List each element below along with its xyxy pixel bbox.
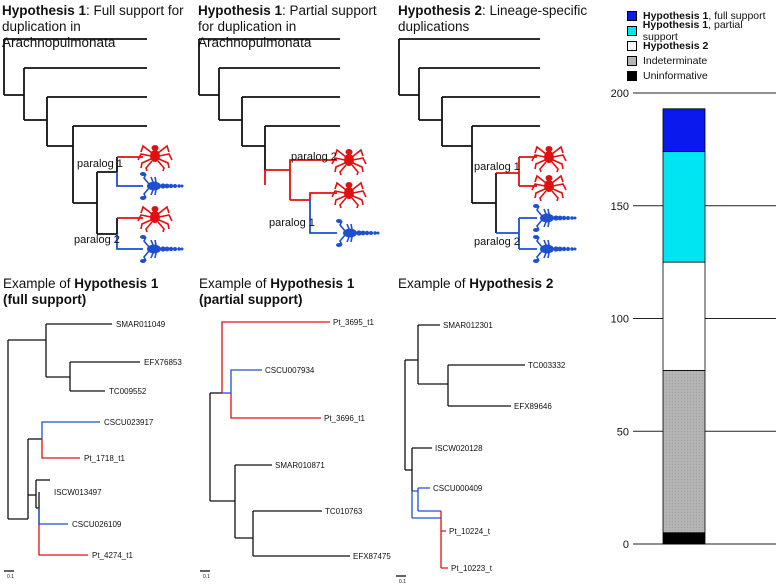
scorpion-icon bbox=[532, 203, 578, 233]
chart-y-ticks: 0 50 100 150 200 bbox=[611, 88, 629, 551]
scorpion-icon bbox=[532, 234, 578, 264]
y-tick-label: 100 bbox=[611, 314, 629, 326]
svg-text:0.1: 0.1 bbox=[399, 579, 406, 585]
leaf-label: Pt_3695_t1 bbox=[333, 318, 374, 327]
leaf-label: Pt_10223_t bbox=[451, 564, 493, 573]
leaf-label: EFX87475 bbox=[353, 552, 391, 561]
gene-tree-h1-full bbox=[7, 323, 140, 556]
legend-item-uninformative: Uninformative bbox=[627, 69, 777, 83]
leaf-label: CSCU007934 bbox=[265, 366, 315, 375]
paralog-label: paralog 1 bbox=[269, 217, 315, 229]
chart-legend: Hypothesis 1, full support Hypothesis 1,… bbox=[627, 9, 777, 84]
legend-swatch bbox=[627, 41, 637, 51]
hypothesis-trees: paralog 1 paralog 2 paralog 2 paralog 1 … bbox=[3, 38, 578, 264]
leaf-label: EFX89646 bbox=[514, 402, 552, 411]
spider-icon bbox=[137, 205, 173, 233]
leaf-label: ISCW020128 bbox=[435, 444, 483, 453]
scale-bar: 0.1 bbox=[4, 570, 14, 580]
scorpion-icon bbox=[335, 218, 381, 248]
leaf-label: CSCU026109 bbox=[72, 520, 122, 529]
bar-segment bbox=[662, 108, 706, 153]
scale-bar: 0.1 bbox=[200, 570, 210, 580]
bar-segment bbox=[662, 261, 706, 371]
tree-h1-partial bbox=[198, 38, 340, 234]
leaf-label: ISCW013497 bbox=[54, 488, 102, 497]
leaf-label: SMAR010871 bbox=[275, 461, 325, 470]
leaf-label: Pt_4274_t1 bbox=[92, 551, 133, 560]
scorpion-icon bbox=[139, 234, 185, 264]
leaf-label: CSCU000409 bbox=[433, 484, 483, 493]
example-title-h1-full: Example of Hypothesis 1(full support) bbox=[3, 276, 159, 307]
spider-icon bbox=[531, 145, 567, 173]
panel-title-h2: Hypothesis 2: Lineage-specific duplicati… bbox=[398, 3, 588, 34]
leaf-label: SMAR012301 bbox=[443, 321, 493, 330]
spider-icon bbox=[137, 144, 173, 172]
paralog-label: paralog 1 bbox=[77, 158, 123, 170]
legend-swatch bbox=[627, 11, 637, 21]
legend-swatch bbox=[627, 71, 637, 81]
chart-bars bbox=[662, 108, 706, 545]
y-tick-label: 150 bbox=[611, 201, 629, 213]
leaf-label: TC010763 bbox=[325, 507, 363, 516]
leaf-label: TC003332 bbox=[528, 361, 566, 370]
legend-item-h2: Hypothesis 2 bbox=[627, 39, 777, 53]
tree-h1-full bbox=[3, 38, 147, 250]
svg-text:0.1: 0.1 bbox=[7, 574, 14, 580]
bar-segment bbox=[662, 532, 706, 545]
legend-swatch bbox=[627, 26, 637, 36]
y-tick-label: 50 bbox=[617, 426, 629, 438]
paralog-label: paralog 1 bbox=[474, 161, 520, 173]
paralog-label: paralog 2 bbox=[74, 234, 120, 246]
example-trees: SMAR011049 EFX76853 TC009552 CSCU023917 … bbox=[4, 318, 566, 585]
leaf-label: EFX76853 bbox=[144, 358, 182, 367]
paralog-label: paralog 2 bbox=[291, 151, 337, 163]
legend-item-partial: Hypothesis 1, partial support bbox=[627, 19, 777, 43]
leaf-label: CSCU023917 bbox=[104, 418, 154, 427]
y-tick-label: 0 bbox=[623, 539, 629, 551]
svg-text:0.1: 0.1 bbox=[203, 574, 210, 580]
paralog-label: paralog 2 bbox=[474, 236, 520, 248]
example-title-h1-partial: Example of Hypothesis 1(partial support) bbox=[199, 276, 355, 307]
tree-h2 bbox=[398, 38, 540, 250]
leaf-label: Pt_3696_t1 bbox=[324, 414, 365, 423]
leaf-label: TC009552 bbox=[109, 387, 147, 396]
scorpion-icon bbox=[139, 171, 185, 201]
spider-icon bbox=[331, 148, 367, 176]
legend-swatch bbox=[627, 56, 637, 66]
stacked-bar-chart: 0 50 100 150 200 bbox=[611, 88, 776, 551]
spider-icon bbox=[331, 181, 367, 209]
bar-segment bbox=[662, 369, 706, 534]
scale-bar: 0.1 bbox=[396, 575, 406, 585]
spider-icon bbox=[531, 174, 567, 202]
leaf-label: SMAR011049 bbox=[116, 320, 166, 329]
example-title-h2: Example of Hypothesis 2 bbox=[398, 276, 554, 291]
gene-tree-h1-partial bbox=[209, 321, 350, 557]
leaf-label: Pt_1718_t1 bbox=[84, 454, 125, 463]
legend-item-full: Hypothesis 1, full support bbox=[627, 9, 777, 23]
y-tick-label: 200 bbox=[611, 88, 629, 100]
gene-tree-h2 bbox=[404, 324, 525, 569]
bar-segment bbox=[662, 151, 706, 263]
legend-item-indeterminate: Indeterminate bbox=[627, 54, 777, 68]
leaf-label: Pt_10224_t bbox=[449, 527, 491, 536]
